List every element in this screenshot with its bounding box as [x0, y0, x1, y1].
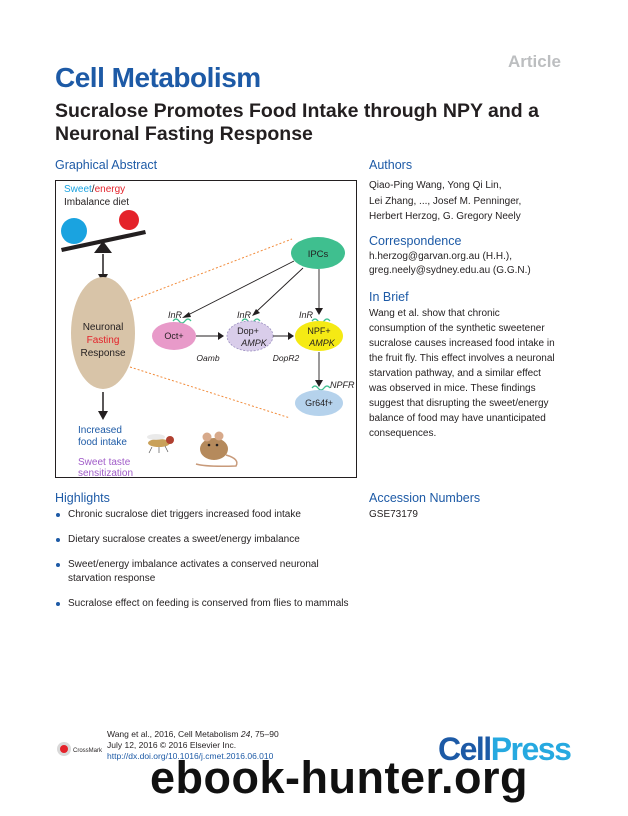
- arrow-head-icon: [315, 308, 323, 315]
- citation-pages: , 75–90: [250, 729, 279, 739]
- oct-node: [152, 322, 196, 350]
- arrow-head-icon: [315, 380, 323, 387]
- ga-dop: Dop+: [237, 326, 259, 336]
- brief-line: consequences.: [369, 428, 437, 439]
- neuronal-fasting-ellipse: [71, 277, 135, 389]
- citation: Wang et al., 2016, Cell Metabolism 24, 7…: [107, 729, 279, 762]
- in-brief-heading: In Brief: [369, 290, 409, 304]
- arrow-head-icon: [252, 309, 260, 316]
- npf-node: [295, 321, 343, 351]
- brief-line: consumption of the synthetic sweetener: [369, 323, 545, 334]
- article-type-label: Article: [508, 52, 561, 71]
- ga-energy-label: energy: [95, 184, 126, 195]
- correspondence-emails: h.herzog@garvan.org.au (H.H.), greg.neel…: [369, 250, 599, 278]
- graphical-abstract: Sweet/energy Imbalance diet Neuronal Fas…: [55, 180, 357, 478]
- watermark: ebook-hunter.org: [150, 752, 528, 803]
- arrow-head-icon: [288, 332, 294, 340]
- crossmark-label: CrossMark: [73, 748, 103, 754]
- ga-sensitization: sensitization: [78, 468, 133, 477]
- highlights-list: Chronic sucralose diet triggers increase…: [55, 508, 355, 622]
- cellpress-cell: Cell: [438, 731, 492, 767]
- ga-fasting: Fasting: [87, 335, 120, 346]
- ga-sweet-label: Sweet: [64, 184, 92, 195]
- ga-imbalance-diet: Imbalance diet: [64, 197, 129, 208]
- fruit-fly-icon: [147, 434, 174, 454]
- citation-volume: 24: [240, 729, 251, 739]
- sweet-ball: [61, 218, 87, 244]
- ga-oamb: Oamb: [196, 353, 219, 363]
- mouse-icon: [195, 431, 238, 467]
- brief-line: starvation pathway, and a similar effect: [369, 368, 541, 379]
- brief-line: Wang et al. show that chronic: [369, 308, 500, 319]
- receptor-icon: [311, 385, 331, 391]
- gr64f-node: [295, 390, 343, 416]
- accession-id[interactable]: GSE73179: [369, 509, 418, 520]
- ga-inr-3: InR: [299, 310, 314, 320]
- author-line: Herbert Herzog, G. Gregory Neely: [369, 211, 521, 222]
- ga-gr64f: Gr64f+: [305, 398, 333, 408]
- brief-line: suggest that disrupting the sweet/energy: [369, 398, 549, 409]
- arrow-head-icon: [218, 332, 224, 340]
- cellpress-press: Press: [490, 731, 572, 767]
- crossmark-logo[interactable]: CrossMark: [56, 740, 104, 758]
- in-brief-text: Wang et al. show that chronic consumptio…: [369, 306, 601, 441]
- energy-ball: [119, 210, 139, 230]
- ga-increased: Increased: [78, 425, 122, 436]
- citation-authors: Wang et al., 2016, Cell Metabolism: [107, 729, 241, 739]
- journal-name: Cell Metabolism: [55, 62, 261, 93]
- article-title: Sucralose Promotes Food Intake through N…: [55, 100, 539, 145]
- arrow-down-icon: [98, 411, 108, 420]
- author-line: Qiao-Ping Wang, Yong Qi Lin,: [369, 180, 502, 191]
- highlights-heading: Highlights: [55, 491, 110, 505]
- highlight-item: Chronic sucralose diet triggers increase…: [55, 508, 355, 522]
- ga-sweet-taste: Sweet taste: [78, 457, 131, 468]
- ga-npfr: NPFR: [330, 380, 355, 390]
- email-link[interactable]: greg.neely@sydney.edu.au (G.G.N.): [369, 265, 531, 276]
- brief-line: was observed in mice. These findings: [369, 383, 536, 394]
- accession-heading: Accession Numbers: [369, 491, 481, 505]
- highlight-item: Dietary sucralose creates a sweet/energy…: [55, 533, 355, 547]
- citation-line-1: Wang et al., 2016, Cell Metabolism 24, 7…: [107, 729, 279, 740]
- author-line: Lei Zhang, ..., Josef M. Penninger,: [369, 195, 522, 207]
- ga-dopr2: DopR2: [273, 353, 300, 363]
- ga-npf: NPF+: [307, 326, 330, 336]
- highlight-item: Sweet/energy imbalance activates a conse…: [55, 558, 355, 586]
- seesaw-fulcrum: [94, 241, 112, 253]
- ga-response: Response: [80, 348, 125, 359]
- ga-slash: /: [92, 184, 95, 195]
- ga-inr-2: InR: [237, 310, 252, 320]
- ga-neuronal: Neuronal: [83, 322, 124, 333]
- cellpress-logo[interactable]: CellPress: [438, 731, 572, 768]
- authors-heading: Authors: [369, 158, 413, 172]
- ga-oct: Oct+: [164, 331, 183, 341]
- svg-text:Sweet/energy: Sweet/energy: [64, 184, 125, 195]
- authors-list: Qiao-Ping Wang, Yong Qi Lin, Lei Zhang, …: [369, 178, 599, 225]
- ga-inr-1: InR: [168, 310, 183, 320]
- seesaw-beam: [61, 230, 146, 252]
- ga-ampk-2: AMPK: [308, 338, 336, 348]
- arrow-head-icon: [182, 312, 191, 318]
- brief-line: sucralose causes increased food intake i…: [369, 338, 555, 349]
- citation-line-2: July 12, 2016 © 2016 Elsevier Inc.: [107, 740, 237, 750]
- brief-line: the fruit fly. This effect involves a ne…: [369, 353, 555, 364]
- ga-ampk-1: AMPK: [240, 338, 268, 348]
- ipcs-node: [291, 237, 345, 269]
- email-link[interactable]: h.herzog@garvan.org.au (H.H.),: [369, 251, 512, 262]
- graphical-abstract-heading: Graphical Abstract: [55, 158, 158, 172]
- brief-line: balance of food may have unanticipated: [369, 413, 546, 424]
- ga-food-intake: food intake: [78, 437, 127, 448]
- correspondence-heading: Correspondence: [369, 234, 462, 248]
- doi-link[interactable]: http://dx.doi.org/10.1016/j.cmet.2016.06…: [107, 751, 274, 761]
- ga-ipcs: IPCs: [308, 249, 329, 260]
- highlight-item: Sucralose effect on feeding is conserved…: [55, 597, 355, 611]
